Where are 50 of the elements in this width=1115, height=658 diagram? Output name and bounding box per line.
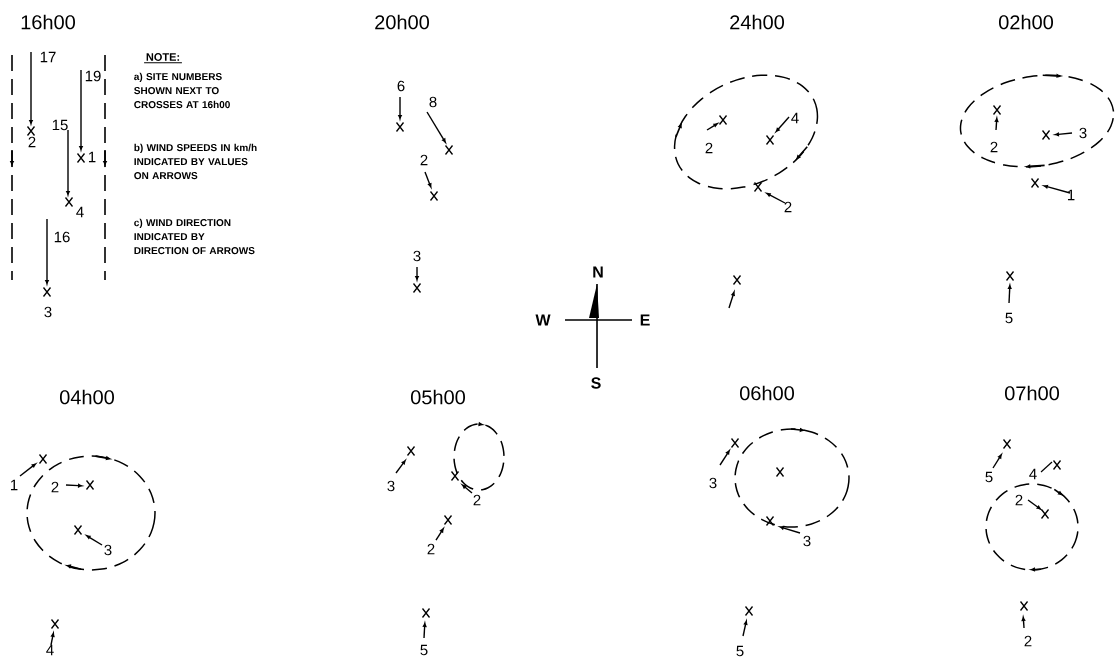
value-number: 4 [791, 112, 799, 124]
value-number: 3 [44, 306, 52, 318]
value-number: 2 [420, 154, 428, 166]
value-number: 19 [85, 70, 101, 82]
value-number: 2 [28, 136, 36, 148]
note-text: b) WIND SPEEDS IN km/h INDICATED BY VALUES ON ARROWS [134, 143, 257, 180]
value-number: 3 [387, 480, 395, 492]
value-number: 5 [736, 645, 744, 657]
value-number: 2 [1015, 494, 1023, 506]
value-number: 3 [709, 477, 717, 489]
time-heading: 16h00 [21, 14, 75, 30]
value-number: 3 [413, 250, 421, 262]
value-number: 2 [705, 142, 713, 154]
value-number: 3 [104, 544, 112, 556]
value-number: 16 [54, 231, 70, 243]
value-number: 2 [784, 201, 792, 213]
value-number: 1 [1068, 189, 1075, 201]
value-number: 5 [420, 644, 428, 656]
value-number: 2 [1024, 635, 1032, 647]
compass-letter: S [591, 377, 601, 389]
note-text: c) WIND DIRECTION INDICATED BY DIRECTION OF ARROWS [134, 218, 255, 255]
compass-letter: N [593, 266, 603, 278]
time-heading: 04h00 [60, 389, 114, 405]
note-heading: NOTE: [143, 53, 183, 64]
value-number: 8 [429, 96, 437, 108]
value-number: 6 [397, 80, 405, 92]
value-number: 2 [51, 481, 59, 493]
time-heading: 07h00 [1005, 385, 1059, 401]
value-number: 4 [76, 206, 84, 218]
time-heading: 20h00 [375, 14, 429, 30]
compass-letter: W [535, 314, 551, 326]
value-number: 3 [803, 535, 811, 547]
value-number: 1 [10, 479, 18, 491]
value-number: 1 [89, 151, 96, 163]
value-number: 5 [1005, 312, 1013, 324]
value-number: 2 [427, 543, 435, 555]
time-heading: 05h00 [411, 389, 465, 405]
value-number: 4 [1029, 468, 1037, 480]
time-heading: 06h00 [740, 385, 794, 401]
value-number: 2 [990, 141, 998, 153]
value-number: 5 [985, 471, 993, 483]
compass-letter: E [640, 314, 650, 326]
value-number: 15 [52, 119, 68, 131]
value-number: 3 [1079, 127, 1087, 139]
value-number: 17 [40, 51, 56, 63]
time-heading: 02h00 [999, 14, 1053, 30]
value-number: 2 [473, 494, 481, 506]
time-heading: 24h00 [730, 14, 784, 30]
value-number: 4 [46, 644, 54, 656]
note-text: a) SITE NUMBERS SHOWN NEXT TO CROSSES AT 16h00 [134, 72, 230, 109]
